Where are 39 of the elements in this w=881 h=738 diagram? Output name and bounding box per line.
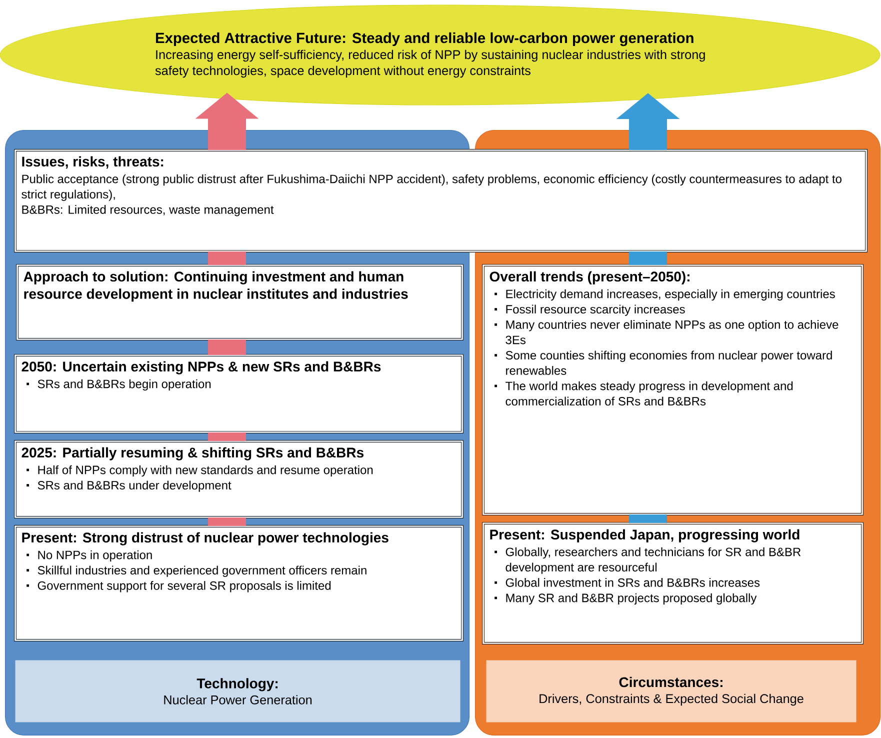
bullet-item: Many countries never eliminate NPPs as one option to achieve 3Es <box>494 320 838 344</box>
text-box <box>14 525 464 642</box>
text-box <box>16 264 464 340</box>
bullet-item: Globally, researchers and technicians for SR and B&BR development are resourceful <box>494 547 801 574</box>
bullet-item: Skillful industries and experienced government officers remain <box>26 566 366 577</box>
text-box <box>14 149 868 252</box>
box-heading: Present: Strong distrust of nuclear power technologies <box>22 532 388 546</box>
bullet-item: Half of NPPs comply with new standards and resume operation <box>26 465 373 477</box>
label-heading: Technology: <box>196 678 278 692</box>
bullet-item: Electricity demand increases, especially in emerging countries <box>494 289 835 301</box>
box-heading: 2025: Partially resuming & shifting SRs and B&BRs <box>22 447 364 460</box>
body-text: B&BRs: Limited resources, waste management <box>22 205 274 216</box>
label-text: Drivers, Constraints & Expected Social Change <box>540 694 804 706</box>
bullet-item: Many SR and B&BR projects proposed globally <box>494 593 757 605</box>
text-box <box>482 264 864 516</box>
text-box <box>14 354 464 434</box>
bullet-item: Some counties shifting economies from nuclear power toward renewables <box>494 350 832 375</box>
bullet-item: SRs and B&BRs begin operation <box>26 379 211 391</box>
box-heading: 2050: Uncertain existing NPPs & new SRs and B&BRs <box>22 361 381 374</box>
box-heading: Present: Suspended Japan, progressing world <box>490 529 800 542</box>
ellipse-heading: Expected Attractive Future: Steady and reliable low-carbon power generation <box>156 32 694 46</box>
bullet-item: Government support for several SR proposals is limited <box>26 581 331 592</box>
bullet-item: SRs and B&BRs under development <box>26 480 232 492</box>
box-heading: Approach to solution: Continuing investment and human resource development in nuclear institutes and industries <box>24 271 408 302</box>
label-heading: Circumstances: <box>619 676 722 688</box>
box-heading: Overall trends (present–2050): <box>490 271 690 284</box>
label-box <box>15 660 460 722</box>
bullet-item: The world makes steady progress in development and commercialization of SRs and B&BRs <box>494 381 793 406</box>
future-ellipse <box>0 4 880 106</box>
label-text: Nuclear Power Generation <box>164 695 312 704</box>
box-heading: Issues, risks, threats: <box>22 156 164 169</box>
text-box <box>482 522 864 644</box>
label-box <box>486 660 856 722</box>
bullet-item: Global investment in SRs and B&BRs increases <box>494 578 760 587</box>
text-box <box>14 440 464 518</box>
ellipse-text: Increasing energy self-sufficiency, reduced risk of NPP by sustaining nuclear industries with strong safety technologies, space development without energy constraints <box>155 50 705 78</box>
body-text: Public acceptance (strong public distrust after Fukushima-Daiichi NPP accident), safety problems, economic efficiency (costly countermeasures to adapt to strict regulations), <box>22 174 842 201</box>
bullet-item: No NPPs in operation <box>26 550 152 562</box>
bullet-item: Fossil resource scarcity increases <box>494 304 685 316</box>
